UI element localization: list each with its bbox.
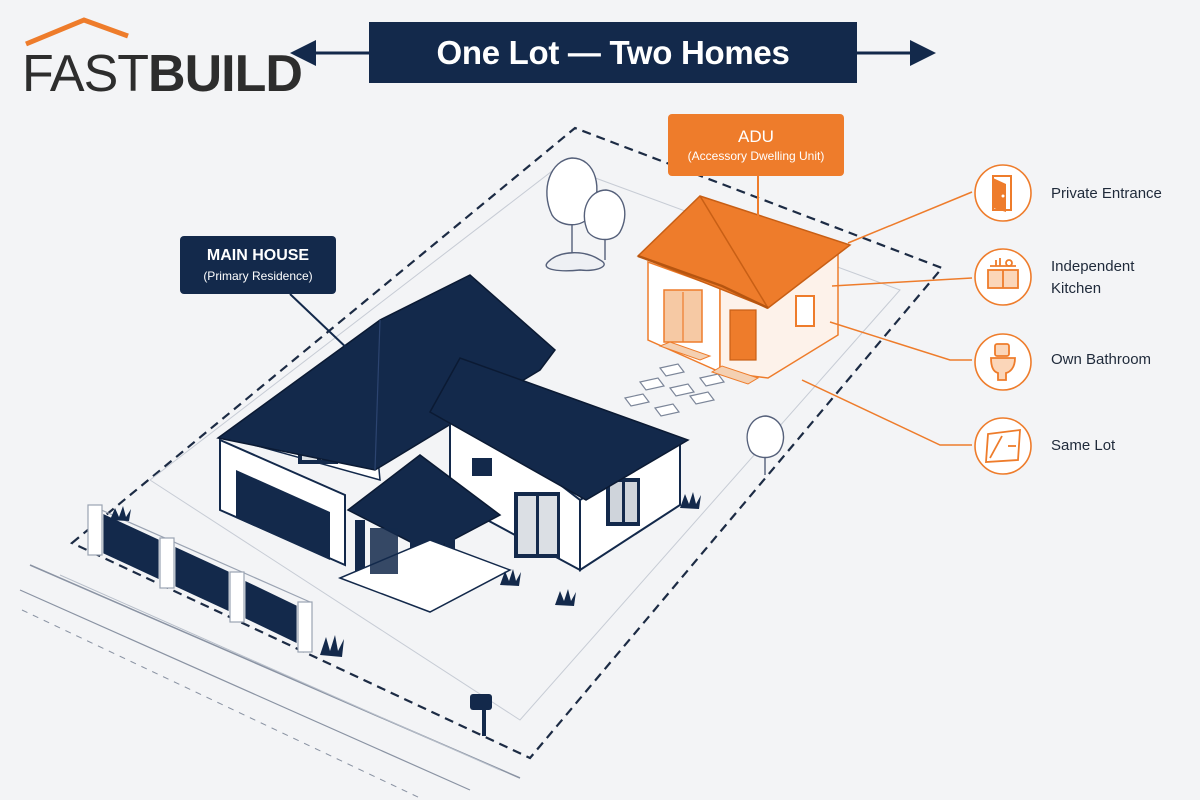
adu-label-subtitle: (Accessory Dwelling Unit) bbox=[687, 149, 825, 163]
lot-boundary bbox=[69, 126, 944, 760]
mailbox bbox=[470, 694, 492, 736]
street bbox=[19, 564, 521, 799]
page-title: One Lot — Two Homes bbox=[369, 22, 857, 83]
garage-door bbox=[236, 470, 330, 560]
front-fence bbox=[87, 504, 313, 653]
stepping-stones bbox=[623, 363, 726, 417]
kitchen-icon bbox=[987, 258, 1019, 289]
lot-plan-icon bbox=[985, 428, 1021, 463]
logo-roof-mark bbox=[25, 17, 129, 47]
main-house-label-subtitle: (Primary Residence) bbox=[203, 269, 313, 283]
feature-independent-kitchen: Independent Kitchen bbox=[1051, 258, 1135, 297]
feature-same-lot: Same Lot bbox=[1051, 437, 1116, 454]
adu-building bbox=[636, 195, 852, 385]
main-house-pointer-line bbox=[289, 293, 373, 373]
main-house-label-title: MAIN HOUSE bbox=[206, 247, 310, 264]
adu-door bbox=[729, 309, 757, 361]
yard-outline bbox=[149, 164, 901, 721]
shrubs bbox=[110, 492, 701, 657]
logo-wordmark: FASTBUILD bbox=[22, 45, 303, 103]
front-door bbox=[370, 528, 398, 574]
adu-label-title: ADU bbox=[738, 127, 774, 146]
door-icon bbox=[992, 175, 1012, 212]
feature-own-bathroom: Own Bathroom bbox=[1051, 351, 1152, 368]
main-house-label: MAIN HOUSE (Primary Residence) bbox=[180, 236, 336, 294]
adu-label: ADU (Accessory Dwelling Unit) bbox=[668, 114, 844, 176]
feature-private-entrance: Private Entrance bbox=[1051, 185, 1162, 202]
tree-group-back bbox=[545, 157, 785, 475]
toilet-icon bbox=[990, 343, 1016, 381]
title-arrows bbox=[290, 40, 936, 66]
main-house bbox=[216, 274, 690, 613]
fastbuild-logo: FASTBUILD bbox=[22, 16, 303, 102]
feature-icon-circles bbox=[974, 164, 1032, 475]
adu-window bbox=[795, 295, 815, 327]
adu-callout-lines bbox=[801, 191, 973, 446]
